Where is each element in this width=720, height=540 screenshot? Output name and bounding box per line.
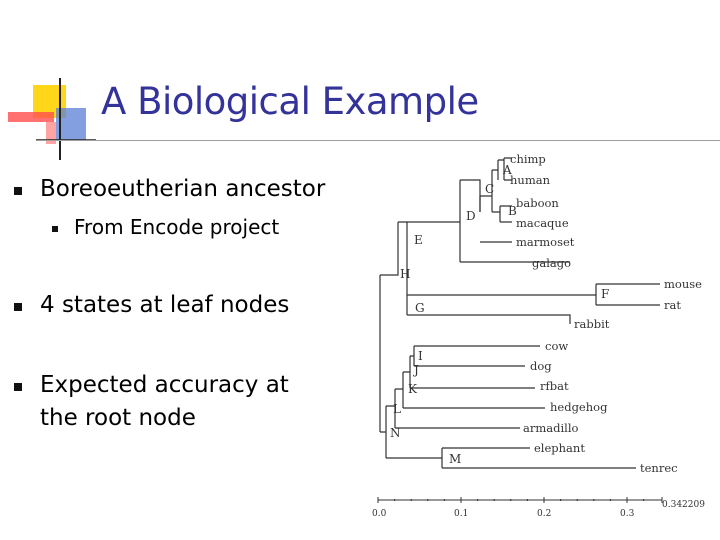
- bullet-marker: [14, 383, 22, 391]
- node-label: B: [508, 204, 517, 218]
- leaf-label: galago: [532, 256, 571, 270]
- bullet-marker: [14, 303, 22, 311]
- node-label: I: [418, 349, 423, 363]
- scale-tick-label: 0.0: [372, 509, 387, 519]
- leaf-label: cow: [545, 339, 568, 353]
- leaf-label: rat: [664, 298, 681, 312]
- subbullet-encode: From Encode project: [74, 215, 280, 239]
- subbullet-marker: [52, 226, 58, 232]
- bullet-leaf-states: 4 states at leaf nodes: [40, 292, 290, 318]
- node-label: F: [601, 287, 609, 301]
- slide-title: A Biological Example: [101, 80, 479, 123]
- leaf-label: armadillo: [523, 421, 579, 435]
- node-label: G: [415, 301, 425, 315]
- bullet-boreoeutherian: Boreoeutherian ancestor: [40, 176, 326, 202]
- node-label: J: [412, 363, 419, 377]
- title-divider: [36, 140, 720, 141]
- leaf-label: dog: [530, 359, 552, 373]
- leaf-label: mouse: [664, 277, 702, 291]
- node-label: K: [408, 382, 418, 396]
- node-label: E: [414, 233, 423, 247]
- node-label: C: [485, 182, 494, 196]
- leaf-label: human: [510, 173, 551, 187]
- node-label: L: [393, 402, 401, 416]
- node-label: D: [466, 209, 476, 223]
- bullet-accuracy-line2: the root node: [40, 405, 196, 431]
- leaf-label: tenrec: [640, 461, 678, 475]
- bullet-marker: [14, 187, 22, 195]
- leaf-label: baboon: [516, 196, 559, 210]
- leaf-label: macaque: [516, 216, 569, 230]
- scale-tick-label: 0.2: [537, 509, 551, 519]
- leaf-label: hedgehog: [550, 400, 608, 414]
- scale-tick-label: 0.3: [620, 509, 635, 519]
- node-label: M: [449, 452, 461, 466]
- bullet-accuracy-line1: Expected accuracy at: [40, 372, 289, 398]
- scale-tick-label: 0.1: [454, 509, 468, 519]
- scale-bar: [377, 497, 663, 503]
- leaf-label: chimp: [510, 152, 546, 166]
- scale-end-label: 0.342209: [662, 500, 705, 510]
- leaf-label: marmoset: [516, 235, 575, 249]
- node-label: N: [390, 426, 401, 440]
- node-label: H: [400, 267, 410, 281]
- leaf-label: rfbat: [540, 379, 569, 393]
- node-label: A: [502, 163, 512, 177]
- slide-logo: [8, 78, 96, 160]
- leaf-label: rabbit: [574, 317, 610, 331]
- leaf-label: elephant: [534, 441, 585, 455]
